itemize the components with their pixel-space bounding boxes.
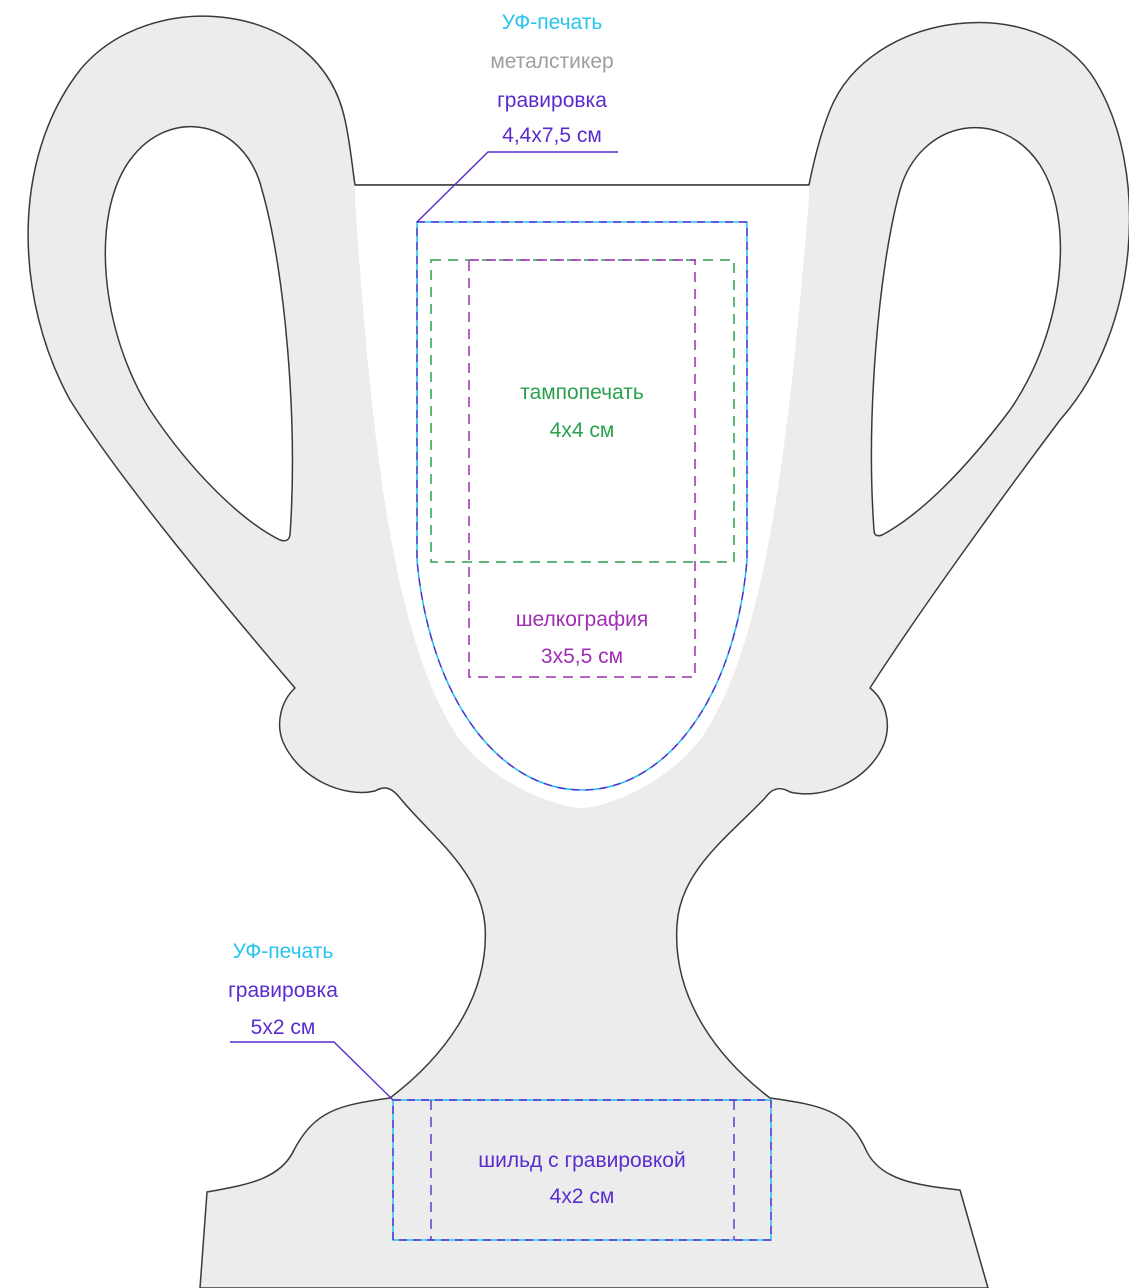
pad-print-zone bbox=[430, 259, 735, 563]
silk-print-label: шелкография bbox=[516, 608, 649, 631]
bottom-uv-label: УФ-печать bbox=[233, 940, 334, 963]
silk-print-zone bbox=[468, 259, 696, 678]
top-engrave-label: гравировка bbox=[497, 89, 607, 112]
top-size-label: 4,4х7,5 см bbox=[502, 124, 602, 147]
plate-label: шильд с гравировкой bbox=[478, 1149, 685, 1172]
left-handle-opening bbox=[104, 125, 294, 542]
top-uv-label: УФ-печать bbox=[502, 11, 603, 34]
silk-print-size: 3х5,5 см bbox=[541, 645, 623, 668]
pad-print-size: 4х4 см bbox=[550, 419, 615, 442]
plate-size-label: 4х2 см bbox=[550, 1185, 615, 1208]
right-handle-opening bbox=[870, 126, 1062, 537]
bottom-leader-line bbox=[230, 1041, 394, 1101]
top-sticker-label: металстикер bbox=[490, 50, 613, 73]
pad-print-label: тампопечать bbox=[520, 381, 644, 404]
bottom-engrave-label: гравировка bbox=[228, 979, 338, 1002]
plate-engrave-zone bbox=[392, 1099, 772, 1241]
engrave-zone-outline bbox=[416, 221, 748, 791]
bottom-size-label: 5х2 см bbox=[251, 1016, 316, 1039]
top-leader-line bbox=[416, 151, 618, 223]
